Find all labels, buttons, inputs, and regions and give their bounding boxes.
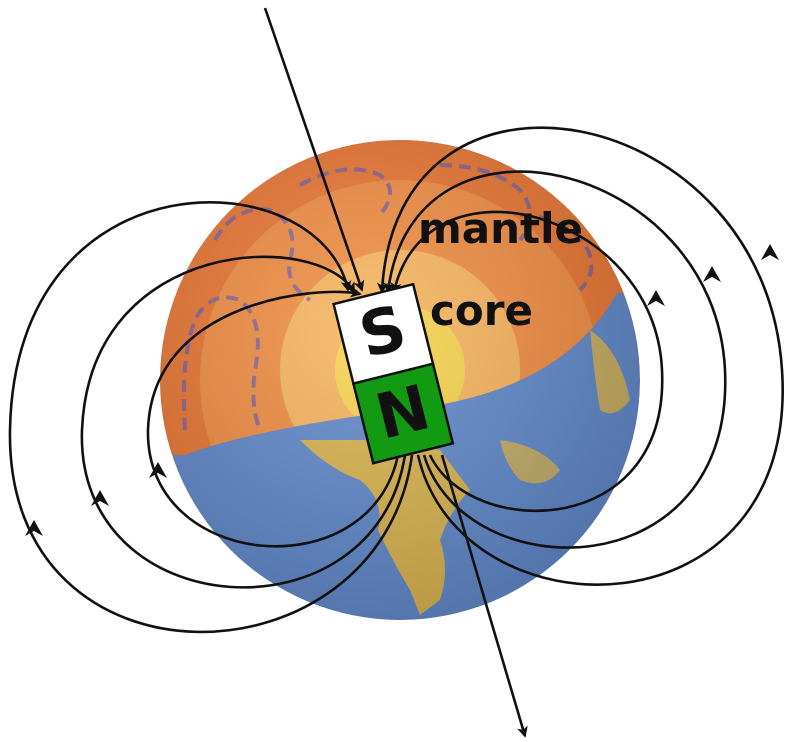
arrowhead-icon: [25, 520, 43, 536]
arrowhead-icon: [647, 290, 665, 306]
field-line-right-outer: [376, 126, 784, 586]
field-line-axis-top: [263, 7, 365, 292]
magnetic-field-lines: [8, 7, 784, 738]
field-line-axis-bottom: [440, 454, 528, 738]
bar-magnet: S N: [332, 282, 455, 465]
field-line-left-outer: [8, 201, 414, 634]
arrowhead-icon: [761, 244, 779, 260]
field-line-right-inner: [390, 210, 664, 513]
arrowhead-icon: [149, 462, 167, 478]
direction-arrows: [25, 244, 779, 536]
mantle-label: mantle: [418, 204, 583, 253]
field-line-right-middle: [383, 170, 727, 549]
magnet-north-pole: [351, 362, 455, 465]
field-line-left-inner: [146, 286, 400, 548]
core-label: core: [430, 286, 533, 335]
arrowhead-icon: [91, 490, 109, 506]
field-line-left-middle: [80, 255, 407, 589]
arrowhead-icon: [703, 266, 721, 282]
